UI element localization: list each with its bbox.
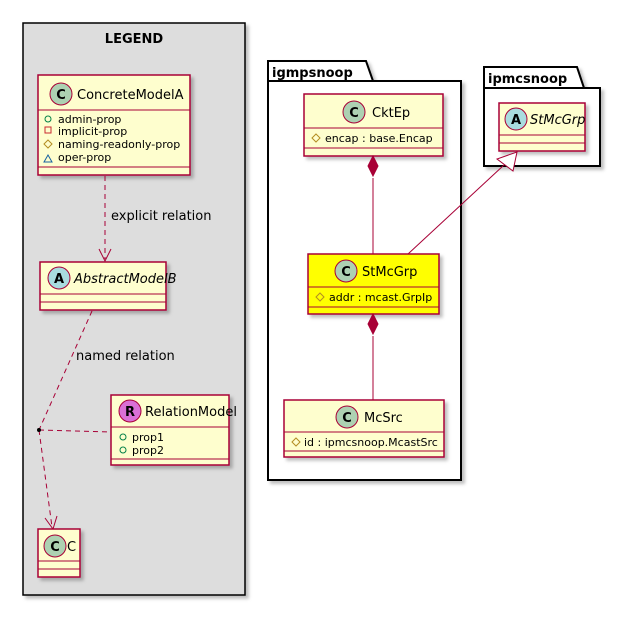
explicit-relation-label: explicit relation (111, 209, 211, 224)
prop-text: admin-prop (58, 113, 121, 126)
abstract-stereotype-circle-icon: A (504, 107, 528, 131)
legend-panel: LEGEND C ConcreteModelA admin-prop impli… (22, 22, 246, 596)
attribute-text: addr : mcast.GrpIp (329, 291, 432, 304)
class-cktep[interactable]: C CktEp encap : base.Encap (303, 93, 444, 157)
composition-diamond-icon (367, 154, 379, 178)
composition-diamond-icon (367, 312, 379, 336)
class-stereotype-circle-icon: C (342, 100, 366, 124)
class-c[interactable]: C C (37, 528, 81, 578)
prop-text: implicit-prop (58, 125, 127, 138)
attribute-text: id : ipmcsnoop.McastSrc (304, 436, 438, 449)
prop-text: prop2 (132, 444, 164, 457)
public-visibility-icon (44, 115, 52, 123)
class-name: McSrc (364, 411, 403, 426)
composition-edge-cktep-stmcgrp (367, 154, 379, 254)
private-visibility-icon (44, 126, 52, 134)
inheritance-edge (407, 151, 518, 255)
class-name: CktEp (372, 106, 410, 121)
svg-text:C: C (349, 106, 359, 121)
class-stereotype-circle-icon: C (334, 259, 358, 283)
relation-stereotype-circle-icon: R (118, 399, 142, 423)
svg-text:A: A (54, 272, 64, 287)
class-stereotype-circle-icon: C (43, 534, 67, 558)
svg-text:C: C (50, 540, 60, 555)
package-name: igmpsnoop (272, 66, 353, 81)
protected-visibility-icon (315, 292, 325, 302)
class-mcsrc[interactable]: C McSrc id : ipmcsnoop.McastSrc (283, 399, 445, 458)
svg-text:R: R (125, 405, 135, 420)
inheritance-arrow-icon (495, 151, 518, 172)
svg-text:A: A (511, 113, 521, 128)
public-visibility-icon (119, 433, 127, 441)
named-relation-edge (37, 310, 112, 531)
class-relation-model[interactable]: R RelationModel prop1 prop2 (110, 394, 237, 466)
prop-text: prop1 (132, 431, 164, 444)
protected-visibility-icon (311, 133, 321, 143)
svg-text:C: C (56, 88, 66, 103)
class-name: C (67, 540, 76, 555)
class-name: StMcGrp (530, 113, 585, 128)
svg-text:C: C (341, 265, 351, 280)
class-name: AbstractModelB (73, 272, 177, 287)
abstract-stereotype-circle-icon: A (47, 266, 71, 290)
composition-edge-stmcgrp-mcsrc (367, 312, 379, 400)
class-stereotype-circle-icon: C (335, 405, 359, 429)
public-visibility-icon (119, 446, 127, 454)
package-visibility-icon (43, 153, 53, 163)
class-stereotype-circle-icon: C (49, 82, 73, 106)
class-name: StMcGrp (362, 265, 417, 280)
protected-visibility-icon (43, 139, 53, 149)
protected-visibility-icon (291, 437, 301, 447)
class-name: ConcreteModelA (77, 88, 184, 103)
prop-text: naming-readonly-prop (58, 138, 180, 151)
named-relation-label: named relation (76, 349, 175, 364)
class-abstract-model-b[interactable]: A AbstractModelB (39, 261, 177, 311)
class-stmcgrp-abstract[interactable]: A StMcGrp (498, 102, 586, 152)
class-stmcgrp-highlighted[interactable]: C StMcGrp addr : mcast.GrpIp (307, 253, 440, 315)
svg-text:C: C (342, 411, 352, 426)
prop-text: oper-prop (58, 151, 111, 164)
class-name: RelationModel (145, 405, 237, 420)
class-concrete-model-a[interactable]: C ConcreteModelA admin-prop implicit-pro… (37, 74, 191, 176)
legend-title: LEGEND (105, 32, 164, 47)
package-name: ipmcsnoop (488, 72, 567, 87)
attribute-text: encap : base.Encap (325, 132, 433, 145)
explicit-relation-edge (98, 176, 112, 263)
